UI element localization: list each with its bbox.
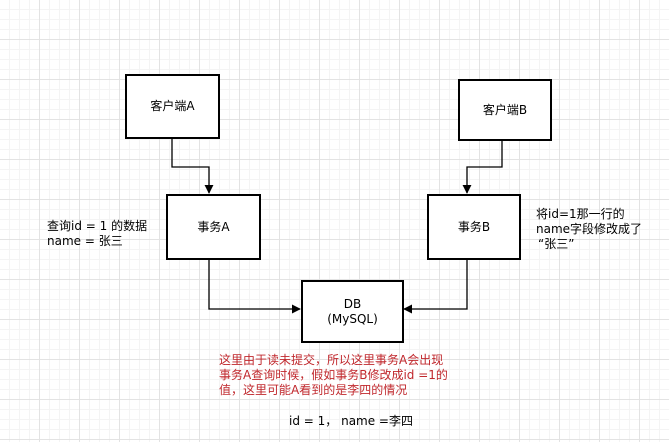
node-txn-b[interactable]: 事务B <box>427 194 521 260</box>
node-client-b-label: 客户端B <box>482 102 528 117</box>
node-client-a-label: 客户端A <box>150 99 195 113</box>
connector-client-b-to-txn-b <box>462 140 503 194</box>
note-explain-line-1: 这里由于读未提交，所以这里事务A会出现 <box>219 353 444 367</box>
node-db[interactable]: DB (MySQL) <box>301 280 404 343</box>
note-explain-line-2: 事务A查询时候，假如事务B修改成id =1的 <box>219 368 448 382</box>
node-db-title: DB <box>343 296 362 311</box>
node-client-b[interactable]: 客户端B <box>458 79 552 141</box>
connector-txn-a-to-db <box>208 259 301 314</box>
note-result: id = 1， name =李四 <box>289 414 413 429</box>
note-update-line-3: “张三” <box>538 237 575 251</box>
note-update-line-2: name字段修改成了 <box>536 222 643 236</box>
note-result-line-1: id = 1， name =李四 <box>289 414 413 428</box>
note-query-txn-a: 查询id = 1 的数据 name = 张三 <box>47 219 147 249</box>
note-query-line-2: name = 张三 <box>47 234 123 248</box>
node-client-a[interactable]: 客户端A <box>125 74 220 139</box>
node-db-subtitle: (MySQL) <box>327 311 378 326</box>
note-query-line-1: 查询id = 1 的数据 <box>47 219 148 233</box>
node-txn-b-label: 事务B <box>457 219 491 234</box>
note-update-line-1: 将id=1那一行的 <box>536 207 625 221</box>
note-explain-line-3: 值，这里可能A看到的是李四的情况 <box>219 383 408 397</box>
note-update-txn-b: 将id=1那一行的 name字段修改成了 “张三” <box>536 207 642 252</box>
connector-client-a-to-txn-a <box>171 138 214 194</box>
connector-txn-b-to-db <box>403 259 468 314</box>
node-txn-a[interactable]: 事务A <box>166 194 261 260</box>
node-txn-a-label: 事务A <box>197 219 230 234</box>
note-dirty-read-explanation: 这里由于读未提交，所以这里事务A会出现 事务A查询时候，假如事务B修改成id =… <box>219 353 448 398</box>
